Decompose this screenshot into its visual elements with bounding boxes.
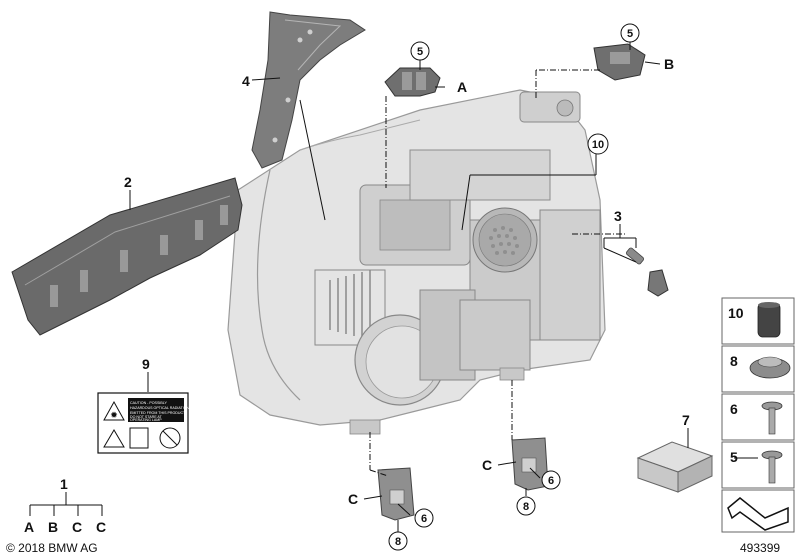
letter-b: B — [664, 56, 674, 72]
callout-6-right-text: 6 — [548, 475, 554, 487]
callout-5-b: 5 — [620, 23, 640, 43]
label-line-4: DO NOT STARE AT — [130, 415, 163, 419]
tree-letter-c1: C — [72, 519, 82, 535]
part-9-warning-label: ✹ — [97, 392, 189, 454]
part-7-box — [636, 441, 714, 493]
letter-c-right: C — [482, 457, 492, 473]
callout-9: 9 — [142, 356, 150, 372]
callout-3: 3 — [614, 208, 622, 224]
part-5-clip-a — [384, 67, 441, 97]
label-line-1: CAUTION - POSSIBLY — [130, 401, 167, 405]
tree-letter-a: A — [24, 519, 34, 535]
callout-8-left: 8 — [388, 531, 408, 551]
callout-5-b-text: 5 — [627, 28, 633, 40]
side-panel — [721, 297, 795, 533]
callout-1: 1 — [60, 476, 68, 492]
letter-c-left: C — [348, 491, 358, 507]
svg-text:✹: ✹ — [110, 410, 118, 420]
mount-tab-c-left — [377, 467, 415, 521]
callout-7: 7 — [682, 412, 690, 428]
callout-4: 4 — [242, 73, 250, 89]
label-card-text: CAUTION - POSSIBLY HAZARDOUS OPTICAL RAD… — [130, 401, 190, 422]
label-line-5: OPERATING LAMP — [130, 418, 162, 422]
leader-lines — [29, 42, 758, 532]
callout-5-a: 5 — [410, 41, 430, 61]
callout-6-left-text: 6 — [421, 513, 427, 525]
callout-6-left: 6 — [414, 508, 434, 528]
part-3-bulb — [625, 247, 669, 297]
assembly-lines — [369, 69, 626, 477]
part-5-clip-b — [593, 43, 646, 81]
letter-a: A — [457, 79, 467, 95]
tree-letter-c2: C — [96, 519, 106, 535]
document-number: 493399 — [740, 541, 781, 555]
callout-8-right-text: 8 — [523, 501, 529, 513]
callout-10-text: 10 — [592, 139, 604, 151]
headlight-housing — [227, 89, 606, 435]
copyright-text: © 2018 BMW AG — [6, 541, 98, 555]
label-line-3: EMITTED FROM THIS PRODUCT — [130, 411, 186, 415]
part-2-bracket — [11, 177, 243, 336]
panel-number-5: 5 — [730, 449, 738, 465]
panel-number-8: 8 — [730, 353, 738, 369]
part-4-bracket — [251, 11, 366, 169]
panel-number-10: 10 — [728, 305, 744, 321]
tree-letter-b: B — [48, 519, 58, 535]
callout-6-right: 6 — [541, 470, 561, 490]
callout-2: 2 — [124, 174, 132, 190]
callout-10: 10 — [587, 133, 609, 155]
callout-5-a-text: 5 — [417, 46, 423, 58]
label-line-2: HAZARDOUS OPTICAL RADIATION — [130, 406, 190, 410]
callout-8-right: 8 — [516, 496, 536, 516]
panel-number-6: 6 — [730, 401, 738, 417]
callout-8-left-text: 8 — [395, 536, 401, 548]
